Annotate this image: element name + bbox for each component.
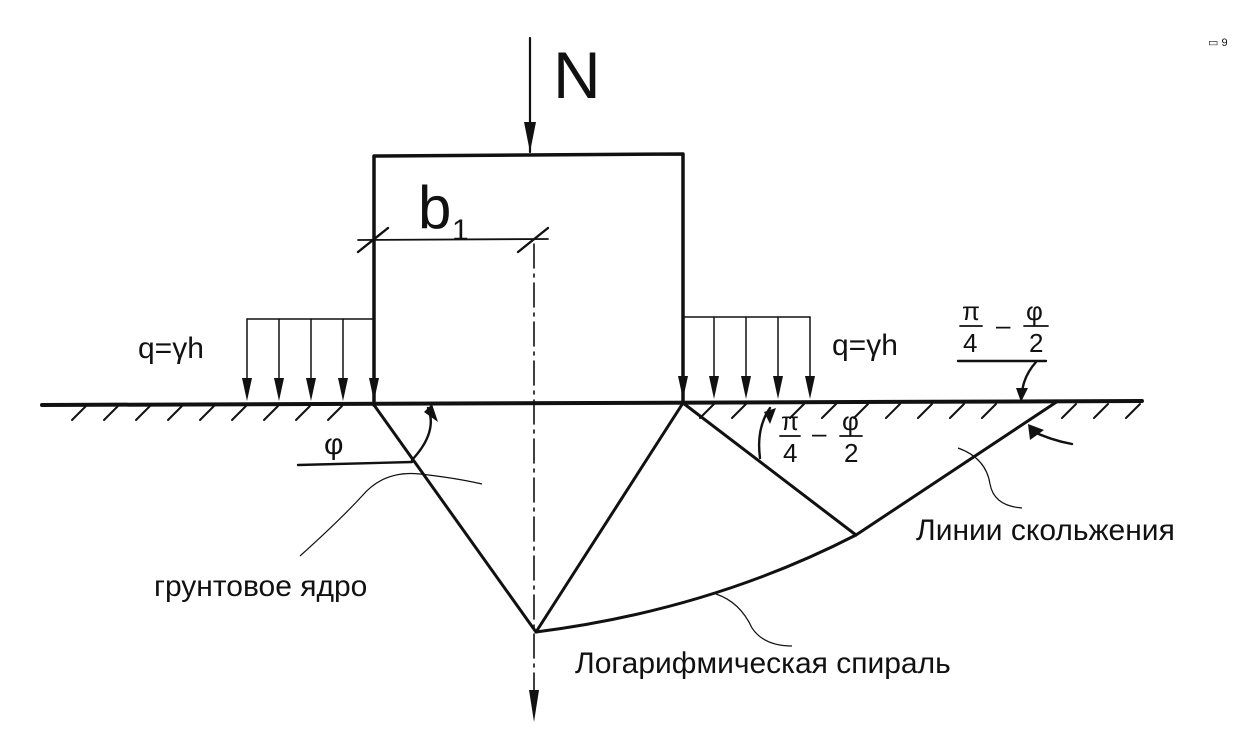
wedge-frac-two: 2 [844,438,858,468]
top-frac-two: 2 [1029,328,1043,358]
width-label: b [418,174,451,241]
slip-lines-leader [957,447,1023,509]
log-spiral-leader [715,593,793,647]
dimension-line [357,238,549,241]
axis-arrow-head [529,690,539,722]
core-edge-right [534,401,685,634]
soil-core-label: грунтовое ядро [154,570,367,603]
wedge-frac-four: 4 [783,438,797,468]
phi-reference-line [296,460,414,467]
wedge-frac-minus: – [812,418,827,448]
soil-core-leader [299,472,483,557]
ground-line [40,399,1144,407]
ground-hatching [71,403,1141,421]
load-arrow-head [524,122,536,152]
dimension-tick-left [356,226,390,254]
slip-lines-label: Линии скольжения [916,514,1175,547]
phi-label: φ [324,428,343,461]
log-spiral-label: Логарифмическая спираль [575,647,951,680]
passive-wedge-line [681,401,858,537]
foundation-block [372,152,685,407]
slip-line-outer [854,399,1060,537]
core-edge-left [372,403,538,634]
log-spiral-curve [534,533,858,634]
width-subscript: 1 [452,214,469,247]
phi-arc-arrow [424,404,438,422]
top-frac-minus: – [996,310,1011,340]
surcharge-left [242,318,379,401]
top-frac-four: 4 [963,328,977,358]
corner-mark: ▭ 9 [1208,37,1228,49]
top-frac-pi: π [962,296,980,326]
phi-arc [410,406,432,462]
surcharge-left-label: q=γh [138,332,204,365]
surcharge-right [678,316,815,399]
wedge-frac-pi: π [781,406,799,436]
load-label: N [553,38,601,112]
wedge-angle-arrow [764,408,776,424]
wedge-frac-phi: φ [842,406,859,436]
top-angle-arrow [1016,388,1028,402]
surcharge-right-label: q=γh [832,329,898,362]
top-frac-phi: φ [1026,296,1043,326]
slip-angle-arrow [1028,424,1044,440]
dimension-tick-right [516,226,550,254]
